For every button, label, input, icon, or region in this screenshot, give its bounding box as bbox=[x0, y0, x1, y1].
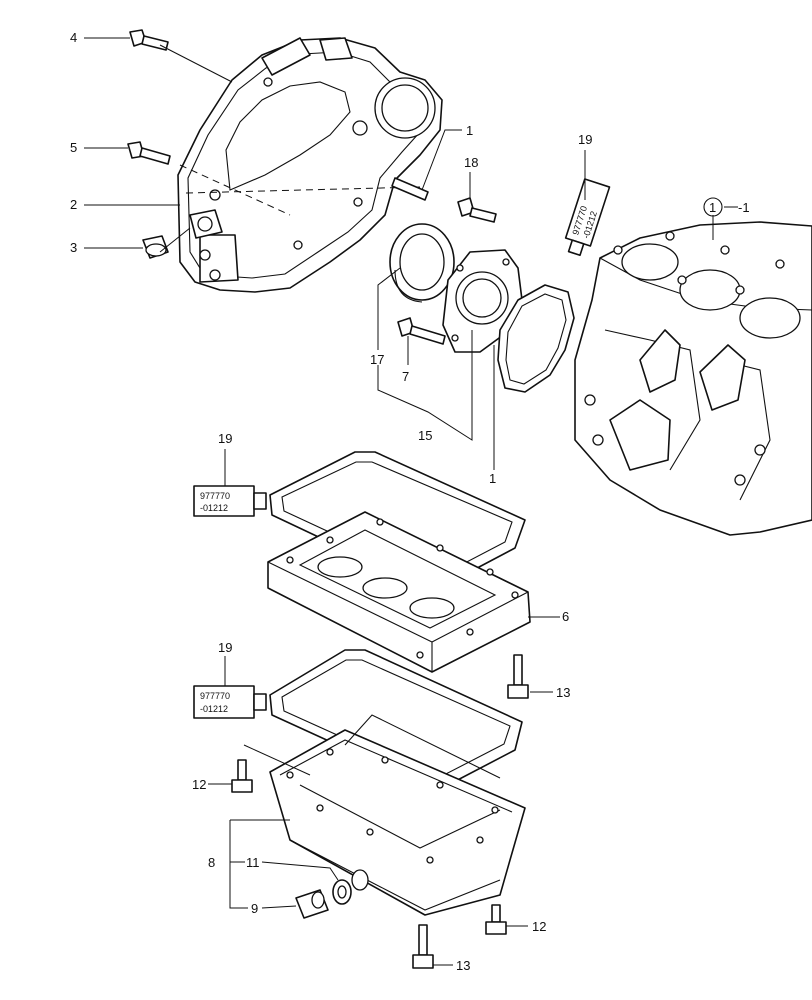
bolt-13-upper bbox=[507, 654, 529, 699]
callout-4: 4 bbox=[70, 30, 77, 45]
callout-6: 6 bbox=[562, 609, 569, 624]
oil-pan-spacer bbox=[267, 511, 531, 673]
callout-19-middle: 19 bbox=[218, 431, 232, 446]
oil-seal bbox=[389, 223, 455, 303]
sealant-tube-top: 977770 -01212 bbox=[564, 178, 611, 257]
bolt-5 bbox=[127, 141, 171, 165]
callout-5: 5 bbox=[70, 140, 77, 155]
tube-code-line1: 977770 bbox=[200, 491, 230, 501]
reference-callout: 1 -1 bbox=[703, 197, 750, 217]
callout-2: 2 bbox=[70, 197, 77, 212]
callout-7: 7 bbox=[402, 369, 409, 384]
flywheel-housing bbox=[177, 37, 443, 293]
callout-labels: 4 5 2 3 1 18 19 1 -1 17 7 15 1 19 6 19 1… bbox=[70, 30, 750, 973]
reference-suffix: -1 bbox=[738, 200, 750, 215]
tube-code-line2: -01212 bbox=[200, 503, 228, 513]
cylinder-block bbox=[574, 221, 812, 536]
drain-plug bbox=[295, 889, 329, 919]
callout-18: 18 bbox=[464, 155, 478, 170]
tube-code-line1: 977770 bbox=[200, 691, 230, 701]
drain-washer bbox=[332, 879, 352, 905]
sealant-tube-lower: 977770 -01212 bbox=[193, 685, 267, 719]
bolt-18 bbox=[457, 197, 497, 223]
callout-8: 8 bbox=[208, 855, 215, 870]
callout-15: 15 bbox=[418, 428, 432, 443]
bolt-7 bbox=[397, 317, 446, 345]
callout-13-lower: 13 bbox=[456, 958, 470, 973]
tube-code-line2: -01212 bbox=[200, 704, 228, 714]
callout-12-lower: 12 bbox=[532, 919, 546, 934]
dowel-pin bbox=[391, 177, 429, 201]
bolt-12-lower bbox=[485, 904, 507, 935]
sealant-tube-middle: 977770 -01212 bbox=[193, 485, 267, 517]
callout-9: 9 bbox=[251, 901, 258, 916]
bolt-13-lower bbox=[412, 924, 434, 969]
callout-3: 3 bbox=[70, 240, 77, 255]
plug-3 bbox=[142, 235, 169, 259]
callout-19-top: 19 bbox=[578, 132, 592, 147]
bolt-12-upper bbox=[231, 759, 253, 793]
callout-1-top: 1 bbox=[466, 123, 473, 138]
callout-1-mid: 1 bbox=[489, 471, 496, 486]
callout-11: 11 bbox=[246, 855, 260, 870]
callout-13-upper: 13 bbox=[556, 685, 570, 700]
lower-gasket bbox=[269, 649, 523, 786]
bolt-4 bbox=[129, 29, 169, 51]
case-gasket bbox=[497, 284, 575, 393]
callout-17: 17 bbox=[370, 352, 384, 367]
reference-number: 1 bbox=[709, 200, 716, 215]
oil-pan bbox=[269, 714, 526, 916]
callout-19-lower: 19 bbox=[218, 640, 232, 655]
leader-lines bbox=[84, 37, 738, 966]
callout-12-upper: 12 bbox=[192, 777, 206, 792]
